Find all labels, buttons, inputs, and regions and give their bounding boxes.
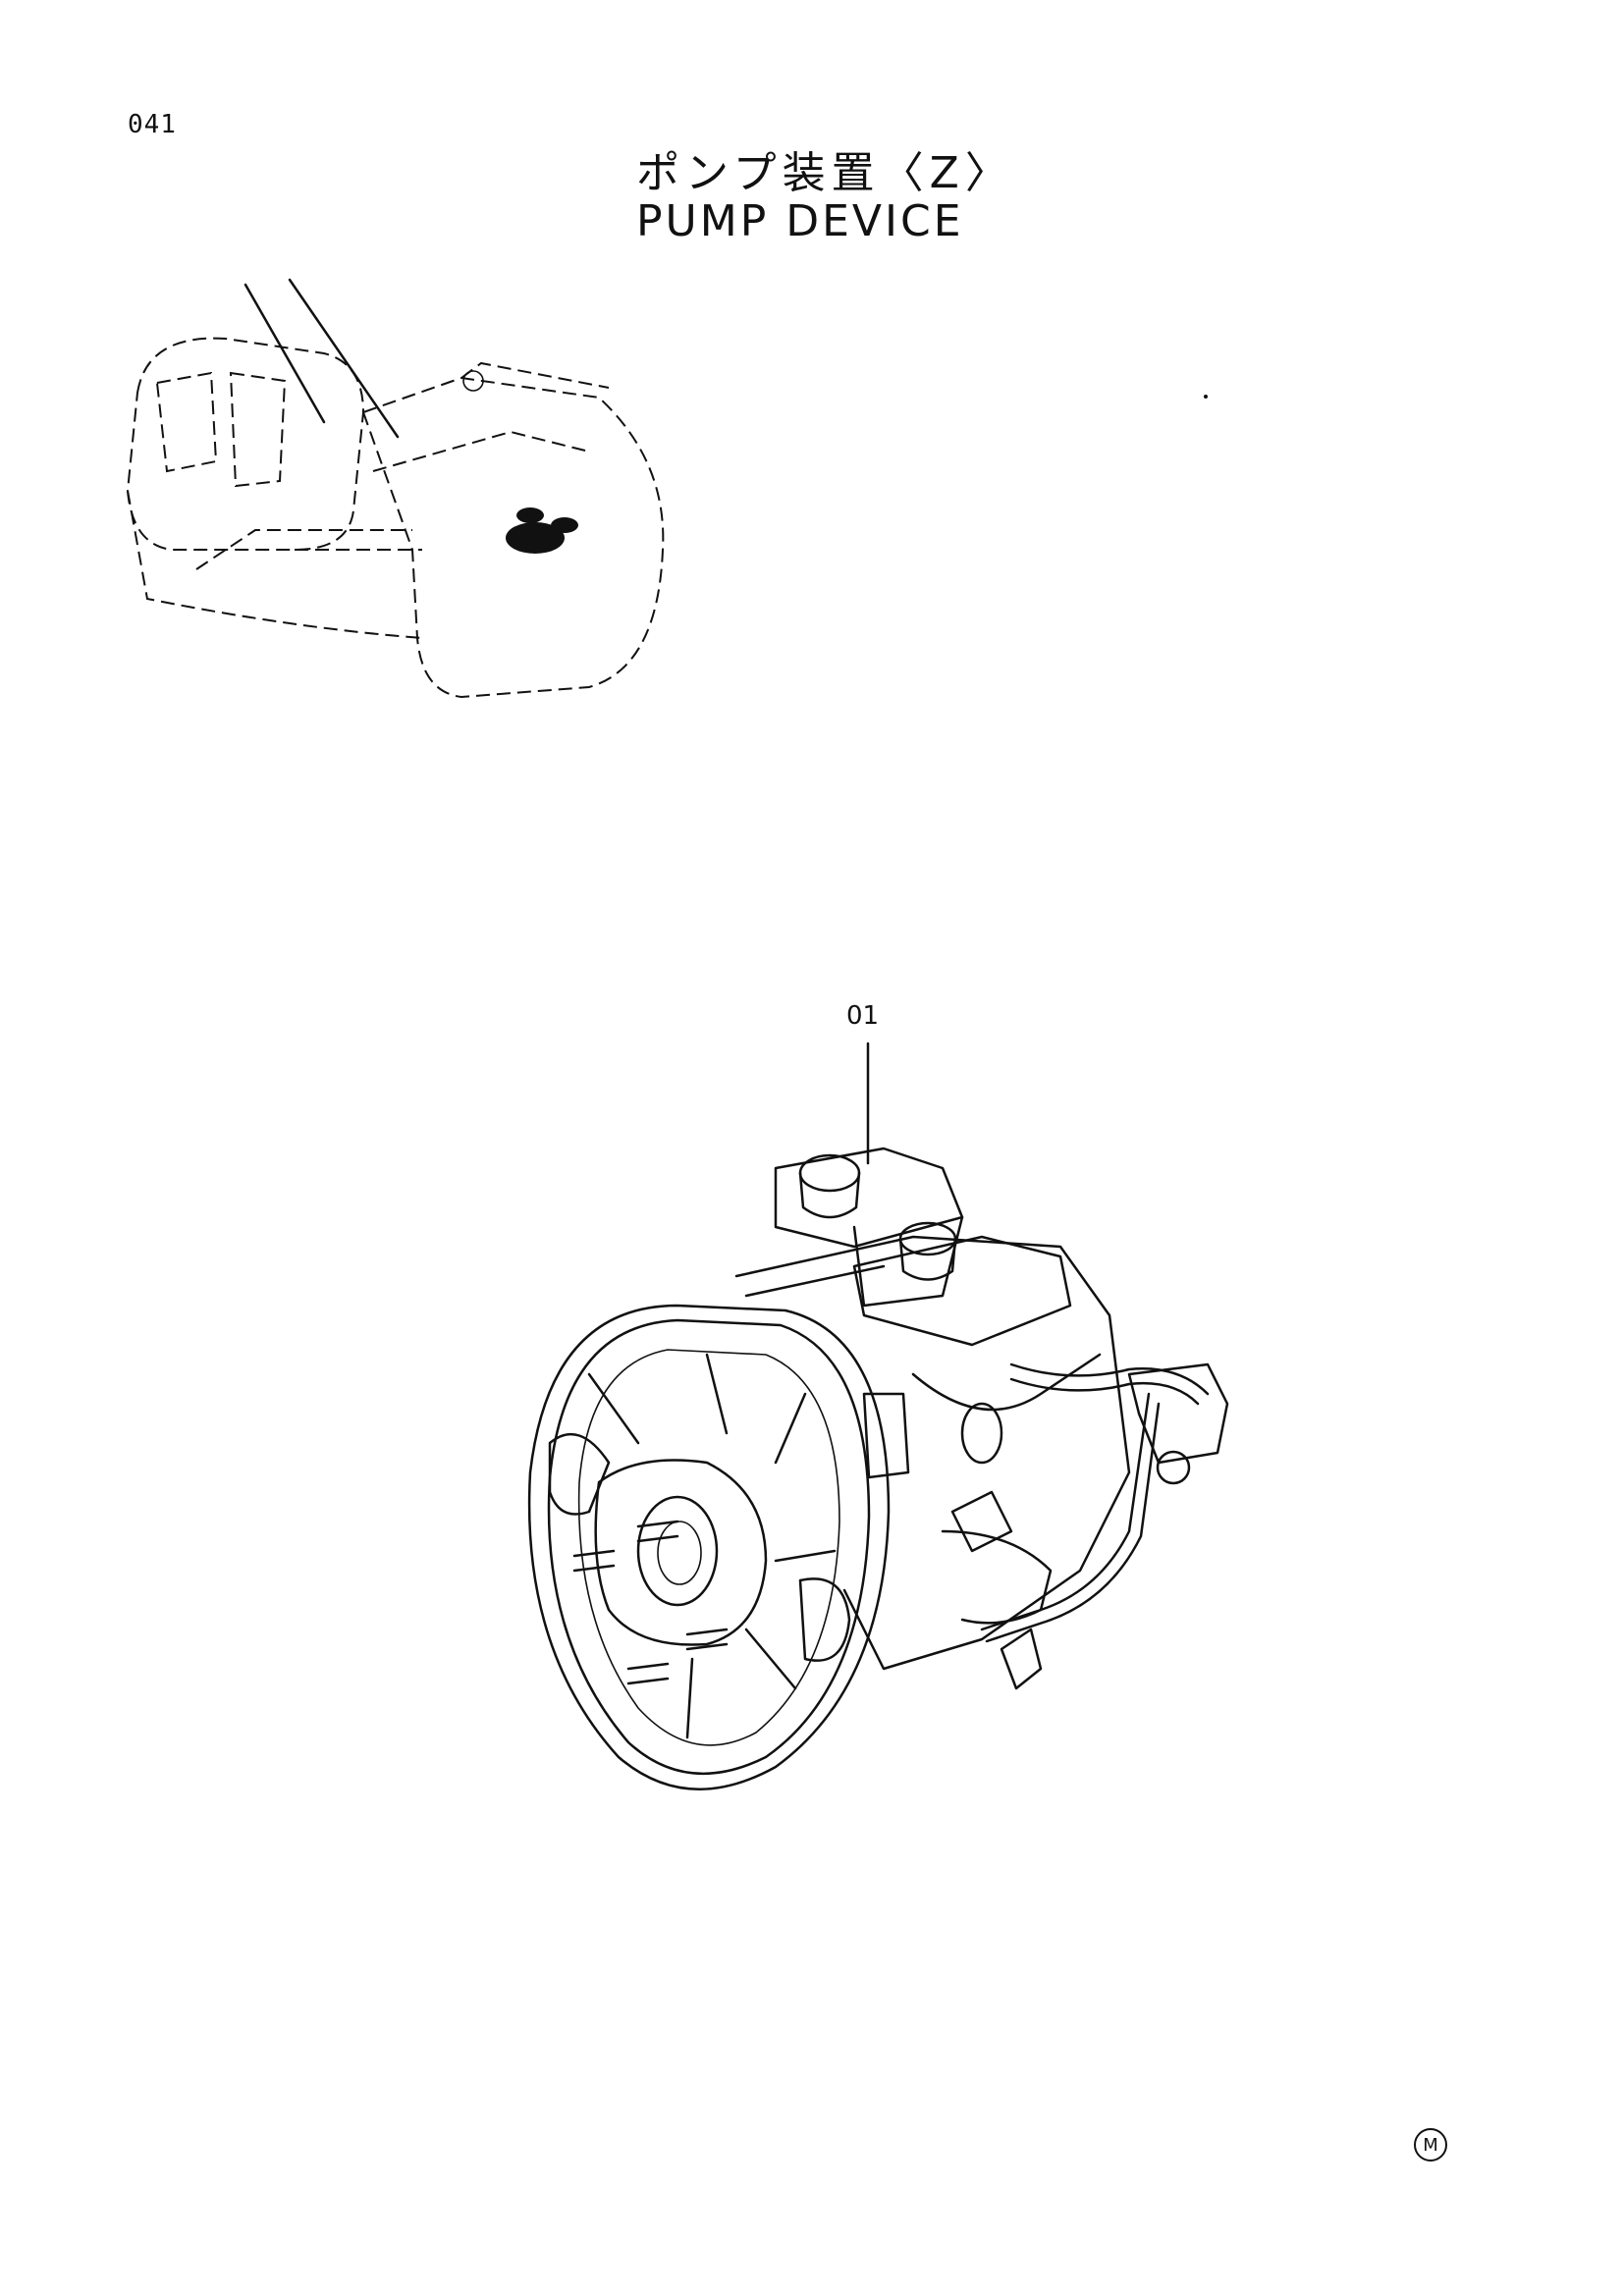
m-mark-icon: M (1414, 2128, 1447, 2162)
hydraulic-pump-assembly-icon (527, 1147, 1229, 1790)
page-title-english: PUMP DEVICE (636, 196, 964, 246)
excavator-outline (126, 278, 665, 699)
page-title-japanese: ポンプ装置〈Z〉 (636, 148, 1014, 198)
page-number: 041 (128, 110, 177, 139)
callout-label-01: 01 (846, 1001, 880, 1031)
